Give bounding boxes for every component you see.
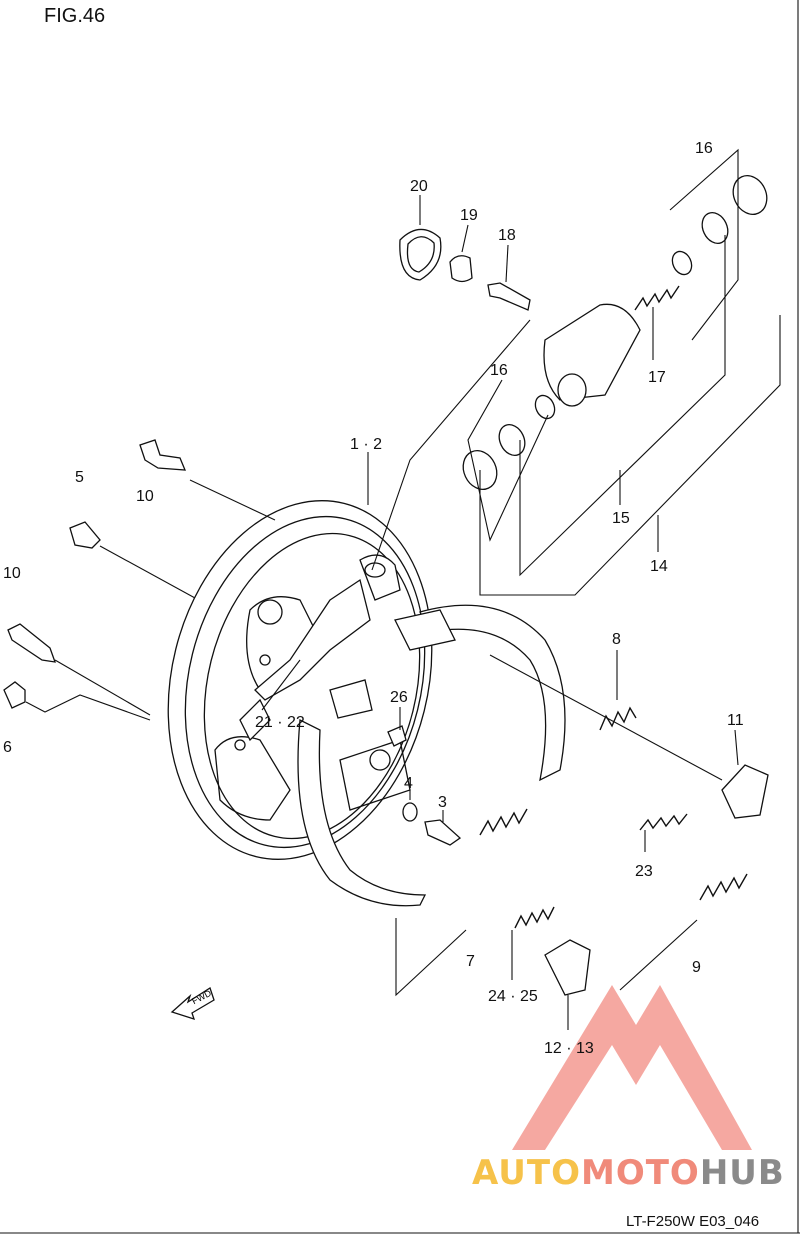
bolt-3 (424, 819, 462, 846)
watermark-logo: AUTOMOTOHUB (472, 985, 785, 1193)
part-labels: 1 · 2 3 4 5 6 7 8 9 10 10 11 12 · 13 14 … (3, 140, 744, 1057)
springs (479, 706, 769, 996)
label-24-25: 24 · 25 (488, 988, 538, 1005)
anchor-pin (364, 562, 386, 578)
label-5: 5 (75, 469, 84, 486)
label-3: 3 (438, 794, 447, 811)
washer-4 (402, 802, 418, 822)
cup-upper (671, 250, 693, 276)
plate-hole-3 (234, 739, 246, 751)
watermark-mark-icon (512, 985, 752, 1150)
clip-12-13 (544, 939, 591, 996)
label-19: 19 (460, 207, 478, 224)
label-15: 15 (612, 510, 630, 527)
bolt-10-lower (7, 623, 56, 663)
adjuster-lever (254, 578, 371, 701)
bleeder-parts (399, 228, 531, 311)
drum-inner-rim (184, 515, 426, 849)
watermark-part-3: HUB (700, 1153, 785, 1193)
bolt-10-upper (139, 439, 187, 471)
spring-23 (639, 813, 688, 831)
label-4: 4 (404, 775, 413, 792)
label-11: 11 (727, 712, 744, 729)
lower-brake-shoe (297, 718, 427, 907)
figure-footer: LT-F250W E03_046 (626, 1213, 759, 1230)
label-16-upper: 16 (695, 140, 713, 157)
label-10-upper: 10 (136, 488, 154, 505)
lower-return-spring (479, 808, 528, 836)
plate-hole-4 (259, 654, 271, 666)
label-23: 23 (635, 863, 653, 880)
brake-shoe-set (297, 604, 566, 907)
wheel-cylinder-assembly (462, 175, 768, 490)
fwd-arrow: FWD (170, 987, 215, 1021)
label-14: 14 (650, 558, 668, 575)
label-21-22: 21 · 22 (255, 714, 305, 731)
seal-ring-inner (406, 236, 435, 273)
leader-lines (25, 148, 781, 1030)
rear-brake-shoe (419, 604, 566, 782)
nut-6 (3, 681, 26, 709)
backing-plate-face (203, 532, 421, 840)
shoe-plate (394, 609, 456, 651)
plate-lower-rib (214, 736, 291, 821)
label-8: 8 (612, 631, 621, 648)
fasteners (3, 439, 462, 846)
label-6: 6 (3, 739, 12, 756)
watermark-part-1: AUTO (472, 1153, 581, 1193)
brake-panel (167, 500, 433, 860)
label-12-13: 12 · 13 (544, 1040, 594, 1057)
shoe-tab (329, 679, 373, 719)
piston-upper (701, 211, 729, 245)
piston-lower (498, 423, 526, 457)
label-7: 7 (466, 953, 475, 970)
figure-title: FIG.46 (44, 5, 105, 27)
spring-24-25 (514, 906, 555, 929)
label-20: 20 (410, 178, 428, 195)
bleeder-screw (487, 282, 531, 311)
plate-hole (257, 599, 283, 625)
cylinder-spring (634, 285, 680, 311)
bleeder-cap (449, 255, 473, 283)
label-1-2: 1 · 2 (350, 436, 382, 453)
clip-26 (387, 725, 407, 747)
cylinder-bore (557, 373, 587, 407)
watermark-part-2: MOTO (581, 1153, 700, 1193)
label-26: 26 (390, 689, 408, 706)
watermark-mark-inner-icon (580, 1060, 640, 1115)
clip-11 (721, 764, 769, 819)
label-18: 18 (498, 227, 516, 244)
fwd-arrow-icon (170, 987, 215, 1021)
label-10-lower: 10 (3, 565, 21, 582)
watermark-text: AUTOMOTOHUB (472, 1153, 785, 1193)
label-17: 17 (648, 369, 666, 386)
spring-8 (599, 706, 637, 731)
label-9: 9 (692, 959, 701, 976)
spring-9 (699, 873, 748, 901)
cup-lower (534, 394, 556, 420)
boot-upper (732, 175, 768, 215)
plate-hole-2 (369, 749, 391, 771)
label-16-lower: 16 (490, 362, 508, 379)
bolt-5 (69, 521, 101, 549)
